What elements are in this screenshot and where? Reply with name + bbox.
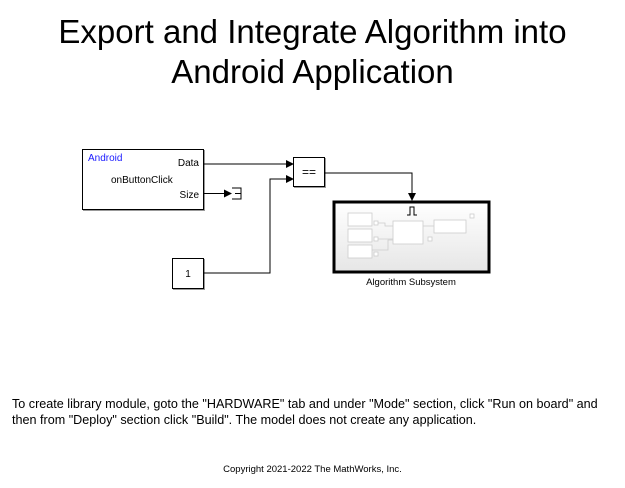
title-line-1: Export and Integrate Algorithm into <box>58 13 567 50</box>
description-text: To create library module, goto the "HARD… <box>12 397 598 427</box>
algorithm-subsystem-block[interactable]: Algorithm Subsystem <box>332 200 491 288</box>
signal-constant <box>204 175 294 274</box>
android-onbuttonclick-block[interactable]: Android onButtonClick Data Size <box>82 149 204 210</box>
android-block-name: onButtonClick <box>111 175 174 186</box>
port-size-label: Size <box>180 190 200 201</box>
signal-trigger <box>325 172 416 201</box>
android-block-header: Android <box>88 153 122 164</box>
subsystem-preview <box>347 212 475 259</box>
page-title: Export and Integrate Algorithm into Andr… <box>0 12 625 92</box>
relational-operator-block[interactable]: == <box>293 157 325 187</box>
constant-block[interactable]: 1 <box>172 258 204 289</box>
constant-value: 1 <box>185 269 191 280</box>
relational-operator-symbol: == <box>302 165 316 179</box>
title-line-2: Android Application <box>171 53 454 90</box>
signal-lines <box>204 160 416 274</box>
port-data-label: Data <box>178 158 200 169</box>
trigger-icon <box>407 206 417 216</box>
subsystem-label: Algorithm Subsystem <box>366 277 456 288</box>
copyright-text: Copyright 2021-2022 The MathWorks, Inc. <box>223 464 402 475</box>
terminator-block[interactable] <box>232 187 242 200</box>
